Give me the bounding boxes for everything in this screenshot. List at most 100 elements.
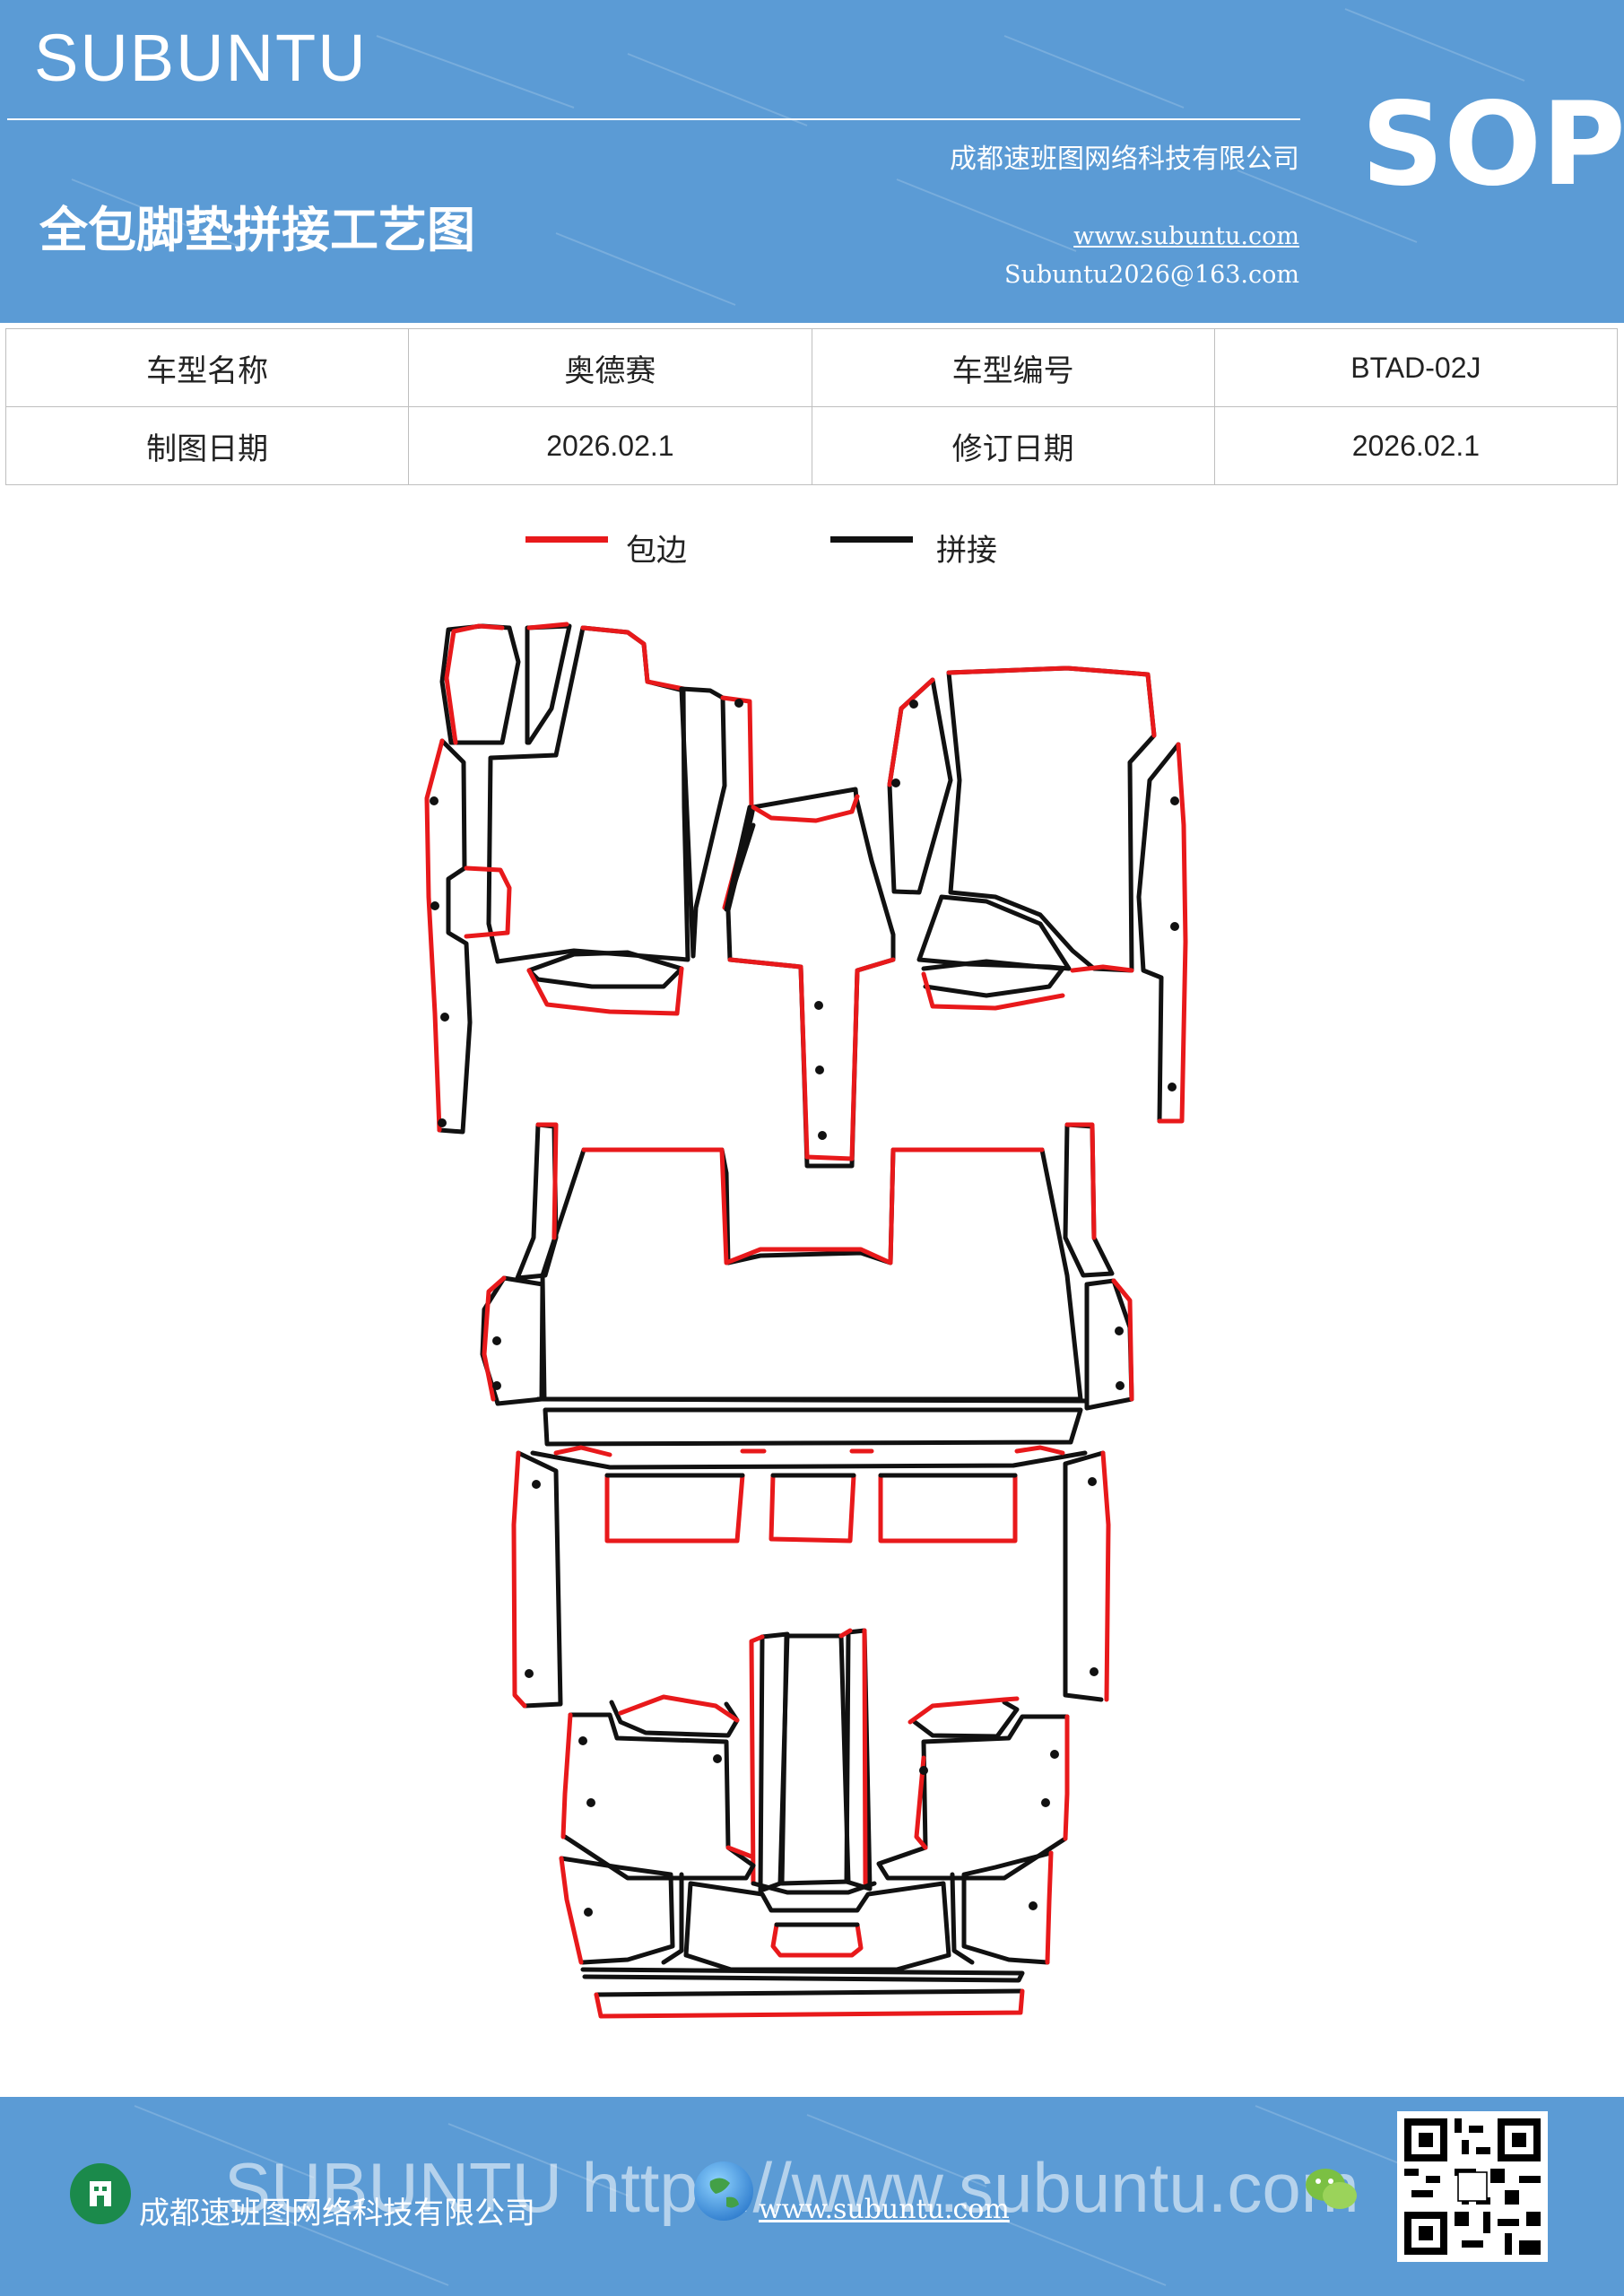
front-left-heel-pad [526, 950, 684, 989]
vehicle-info-table: 车型名称 奥德赛 车型编号 BTAD-02J 制图日期 2026.02.1 修订… [4, 328, 1619, 485]
rear-right-corner-edge [1045, 1850, 1054, 1965]
second-row-main [540, 1147, 1083, 1402]
aisle-front-strip-edge [553, 1445, 1065, 1457]
rear-tunnel-inner [779, 1633, 851, 1886]
rear-right-pad-edge [908, 1696, 1020, 1725]
rear-left-corner-edge [559, 1856, 584, 1965]
front-right-side-strip-edge [887, 677, 935, 787]
draw-date-label: 制图日期 [4, 406, 410, 485]
clip-hole [578, 1736, 587, 1745]
rear-bumper-edge [594, 1988, 1025, 2019]
clip-hole [1050, 1750, 1059, 1759]
front-right-heel-pad-edge [921, 971, 1065, 1011]
header-divider [7, 118, 1300, 120]
footer-website-link[interactable]: www.subuntu.com [759, 2194, 1010, 2225]
rear-right-corner-strip [950, 1872, 975, 1965]
front-left-main [486, 625, 690, 964]
aisle-right-side [1063, 1450, 1106, 1702]
rear-right-main-edge [914, 1714, 1070, 1850]
second-row-right-strip [1063, 1122, 1115, 1278]
front-left-strip-b [525, 623, 572, 745]
clip-hole [430, 901, 439, 910]
clip-hole [814, 1001, 823, 1010]
clip-hole [1168, 1083, 1177, 1091]
center-console-top-edge [751, 794, 860, 823]
second-row-top-edge [581, 1147, 1045, 1265]
company-name: 成都速班图网络科技有限公司 [950, 144, 1299, 175]
front-right-heel [916, 894, 1072, 971]
footer-watermark-banner: SUBUNTU https://www.subuntu.com [224, 2148, 1359, 2227]
clip-hole [1170, 922, 1179, 931]
second-row-right-strip-edge [1064, 1122, 1097, 1240]
rear-left-main-edge [560, 1712, 754, 1859]
header-banner: SUBUNTU 全包脚垫拼接工艺图 成都速班图网络科技有限公司 www.subu… [0, 0, 1624, 323]
rear-tunnel-bottom [751, 1881, 877, 1895]
front-left-heel-pad-edge [526, 966, 684, 1016]
clip-hole [1090, 1667, 1099, 1676]
rear-mat-group [559, 1628, 1070, 2019]
model-name-value: 奥德赛 [408, 328, 812, 407]
aisle-crossbar-seam [535, 1396, 1090, 1404]
clip-hole [909, 700, 918, 709]
aisle-pocket-left [604, 1473, 745, 1544]
rear-small-pad [770, 1922, 864, 1958]
clip-hole [1041, 1798, 1050, 1807]
front-left-side-edge [424, 738, 445, 1133]
clip-hole [430, 796, 439, 805]
revise-date-value: 2026.02.1 [1213, 406, 1619, 485]
front-left-pocket [464, 865, 512, 939]
clip-hole [1116, 1381, 1125, 1390]
center-console-mat [725, 787, 896, 1169]
rear-left-main [562, 1712, 756, 1881]
clip-hole [584, 1908, 593, 1917]
second-row-left-strip [515, 1122, 559, 1281]
wechat-icon [1304, 2165, 1359, 2215]
rear-tunnel-edge [749, 1628, 868, 1886]
clip-hole [815, 1065, 824, 1074]
rear-left-corner [559, 1856, 675, 1965]
clip-hole [1170, 796, 1179, 805]
aisle-pocket-center [769, 1473, 856, 1544]
rear-bumper-lower [594, 1988, 1023, 1997]
clip-hole [1088, 1477, 1097, 1486]
front-left-mat-group [424, 622, 756, 1135]
legend-splice-swatch [830, 536, 913, 543]
qr-code[interactable] [1397, 2111, 1548, 2262]
legend-splice-label: 拼接 [936, 533, 997, 569]
rear-center-tray [683, 1881, 951, 1972]
front-right-heel-edge [1070, 964, 1134, 973]
rear-tunnel-right [844, 1628, 873, 1892]
front-right-mat-group [887, 665, 1188, 1124]
rear-left-pad-edge [618, 1694, 740, 1723]
footer-company-name: 成都速班图网络科技有限公司 [139, 2196, 535, 2231]
clip-hole [919, 1766, 928, 1775]
legend-edge-label: 包边 [626, 533, 687, 569]
aisle-crossbar [543, 1407, 1083, 1447]
revise-date-label: 修订日期 [811, 406, 1215, 485]
globe-icon [694, 2161, 753, 2221]
table-row: 车型名称 奥德赛 车型编号 BTAD-02J [4, 328, 1619, 407]
brand-logo-text: SUBUNTU [34, 21, 368, 95]
front-right-heel-pad [921, 959, 1065, 998]
front-left-strip-b-edge [526, 622, 569, 631]
clip-hole [818, 1131, 827, 1140]
contact-email[interactable]: Subuntu2026@163.com [1004, 261, 1299, 289]
aisle-left-side [516, 1450, 563, 1709]
model-code-value: BTAD-02J [1213, 328, 1619, 407]
legend-edge-swatch [525, 536, 608, 543]
clip-hole [734, 699, 743, 708]
aisle-pocket-right [878, 1473, 1018, 1544]
clip-hole [440, 1013, 449, 1022]
front-right-main-edge [946, 665, 1157, 738]
clip-hole [532, 1480, 541, 1489]
clip-hole [492, 1381, 501, 1390]
second-row-right-side-edge [1111, 1278, 1134, 1402]
website-link[interactable]: www.subuntu.com [1073, 222, 1299, 250]
document-title: 全包脚垫拼接工艺图 [39, 202, 475, 258]
center-console-lower-edge [727, 957, 896, 1161]
clip-hole [891, 778, 900, 787]
rear-bumper-strip [580, 1967, 1025, 1983]
rear-right-corner [961, 1850, 1054, 1965]
rear-right-pad [912, 1700, 1020, 1739]
